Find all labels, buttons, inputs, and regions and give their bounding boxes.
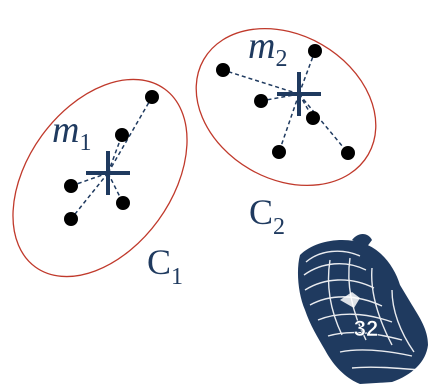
page-badge: 32 — [297, 234, 428, 384]
data-point — [145, 90, 159, 104]
data-point — [64, 212, 78, 226]
mean-2-label: m2 — [248, 25, 287, 72]
link-line — [222, 69, 300, 95]
cluster-2-label: C2 — [249, 192, 285, 240]
cougar-head-logo — [297, 234, 428, 384]
link-line — [298, 50, 316, 95]
link-line — [70, 172, 109, 220]
link-line — [278, 93, 300, 153]
mean-1-cross — [86, 151, 130, 195]
mean-1-label: m1 — [52, 109, 91, 156]
cluster-1-boundary — [12, 78, 188, 278]
data-point — [64, 179, 78, 193]
data-point — [116, 196, 130, 210]
cluster-1-label: C1 — [147, 242, 183, 290]
data-point — [115, 128, 129, 142]
cluster-2: m2 C2 — [195, 25, 377, 240]
data-point — [306, 111, 320, 125]
data-point — [272, 145, 286, 159]
link-line — [107, 96, 153, 174]
cluster-1-points — [64, 90, 159, 226]
link-line — [298, 93, 349, 154]
link-line — [107, 172, 124, 204]
cluster-1-links — [70, 96, 153, 220]
cluster-2-points — [216, 44, 355, 160]
data-point — [308, 44, 322, 58]
data-point — [341, 146, 355, 160]
data-point — [254, 94, 268, 108]
data-point — [216, 63, 230, 77]
cluster-1: m1 C1 — [12, 78, 188, 290]
cluster-2-boundary — [195, 27, 377, 187]
mean-2-cross — [277, 72, 321, 116]
page-number: 32 — [354, 316, 378, 341]
